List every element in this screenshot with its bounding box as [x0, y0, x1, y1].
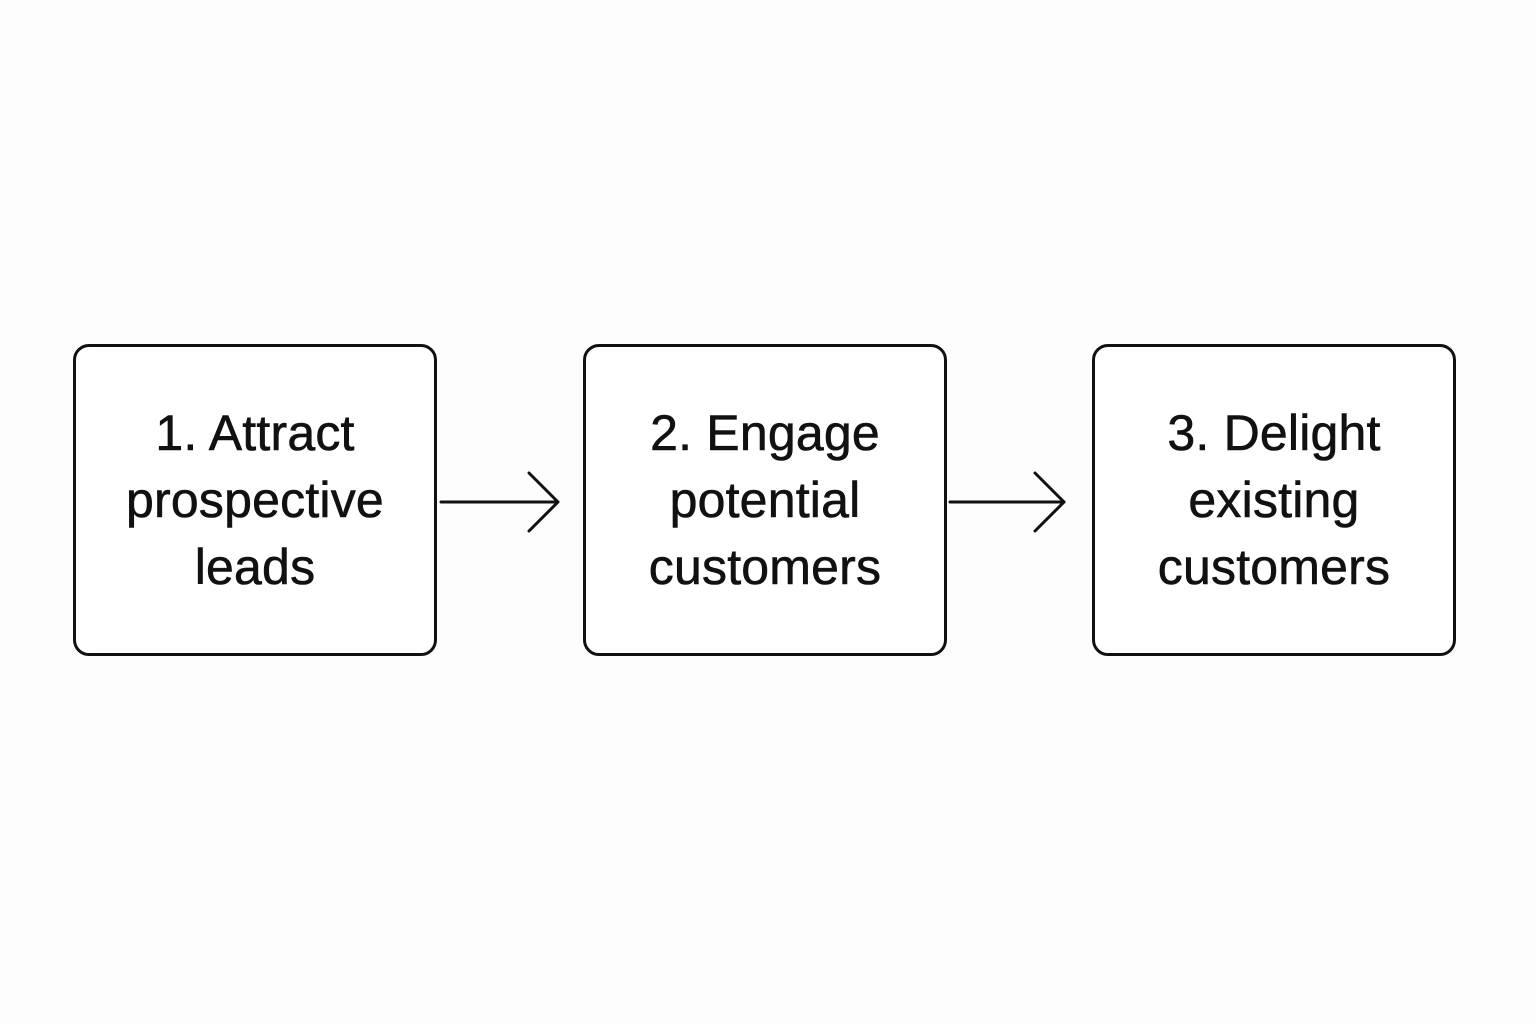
- step-3-line-3: customers: [1157, 538, 1391, 595]
- step-box-engage: 2. Engage potential customers: [583, 344, 947, 656]
- step-box-delight: 3. Delight existing customers: [1092, 344, 1456, 656]
- step-2-line-1: 2. Engage: [650, 404, 880, 461]
- arrow-right-icon: [439, 470, 563, 534]
- step-label-attract: 1. Attract prospective leads: [76, 400, 434, 601]
- step-label-engage: 2. Engage potential customers: [586, 400, 944, 601]
- step-3-line-1: 3. Delight: [1167, 404, 1381, 461]
- step-1-line-3: leads: [194, 538, 316, 595]
- step-1-line-1: 1. Attract: [155, 404, 355, 461]
- arrow-right-icon: [948, 470, 1072, 534]
- step-label-delight: 3. Delight existing customers: [1095, 400, 1453, 601]
- step-1-line-2: prospective: [126, 471, 384, 528]
- step-2-line-2: potential: [669, 471, 861, 528]
- step-2-line-3: customers: [648, 538, 882, 595]
- step-3-line-2: existing: [1188, 471, 1360, 528]
- step-box-attract: 1. Attract prospective leads: [73, 344, 437, 656]
